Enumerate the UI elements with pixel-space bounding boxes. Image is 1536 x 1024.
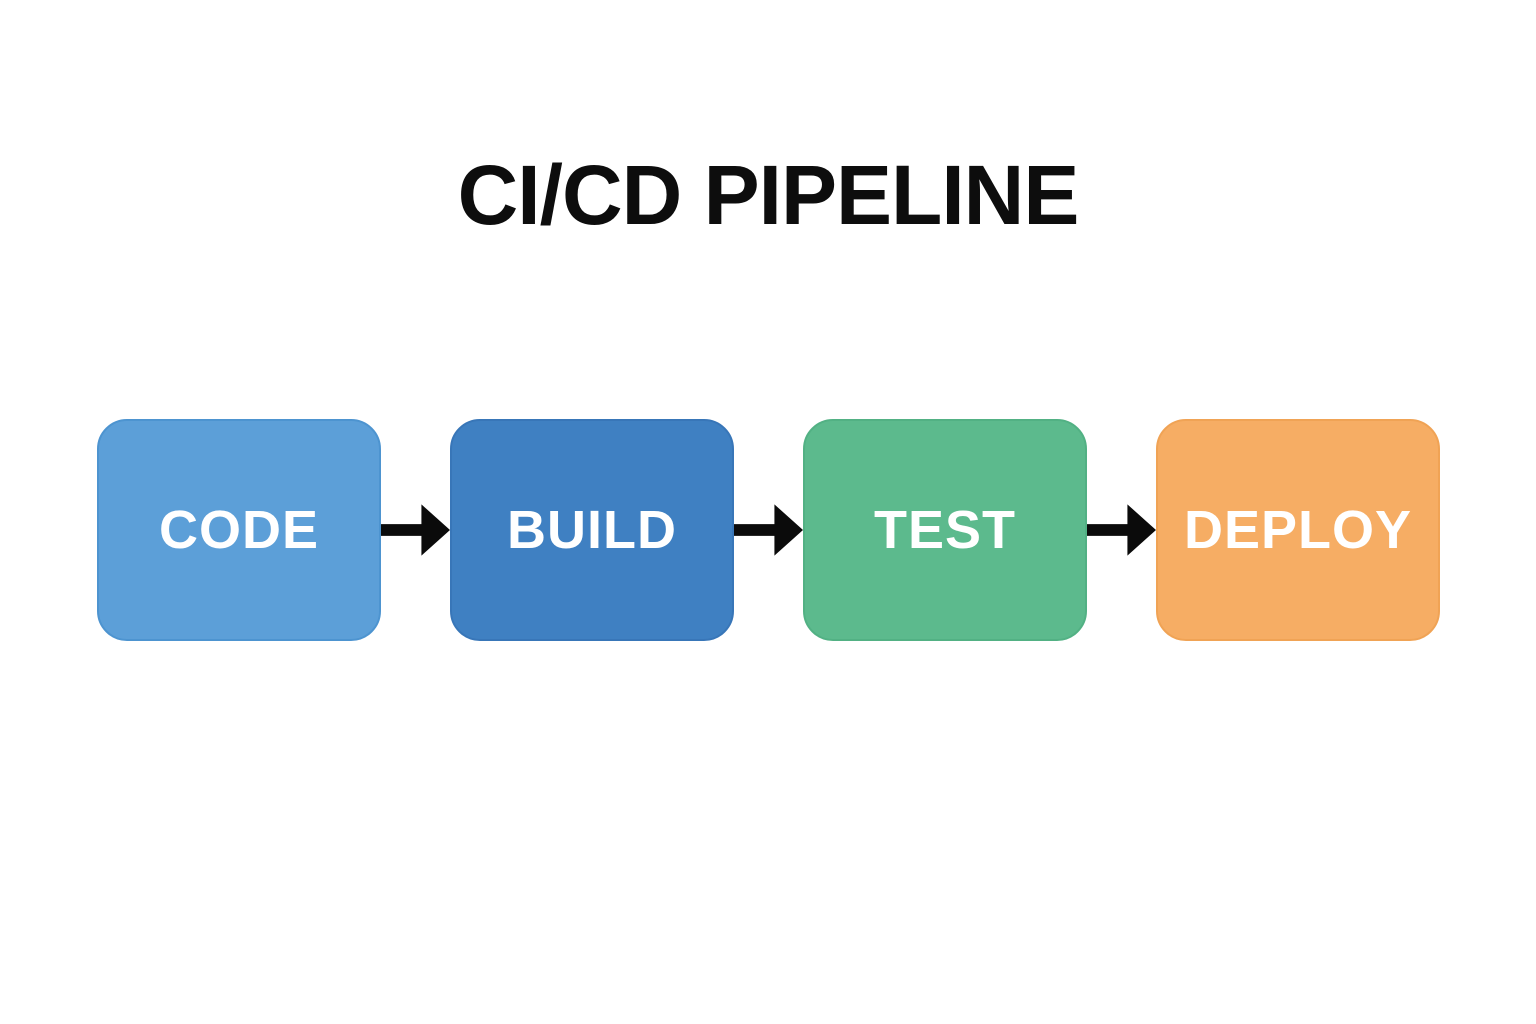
stage-box-build: BUILD xyxy=(450,419,734,641)
flow-arrow xyxy=(734,419,803,641)
stage-label: TEST xyxy=(873,500,1016,560)
right-arrow-icon xyxy=(1087,504,1156,556)
stage-label: DEPLOY xyxy=(1183,500,1413,560)
flow-arrow xyxy=(1087,419,1156,641)
stage-label: CODE xyxy=(158,500,319,560)
right-arrow-icon xyxy=(734,504,803,556)
pipeline-diagram: CODE BUILD TEST DEPLOY xyxy=(97,419,1440,641)
stage-label: BUILD xyxy=(507,500,677,560)
stage-box-deploy: DEPLOY xyxy=(1156,419,1440,641)
stage-box-code: CODE xyxy=(97,419,381,641)
right-arrow-icon xyxy=(381,504,450,556)
stage-box-test: TEST xyxy=(803,419,1087,641)
page-title: CI/CD PIPELINE xyxy=(457,148,1080,242)
flow-arrow xyxy=(381,419,450,641)
